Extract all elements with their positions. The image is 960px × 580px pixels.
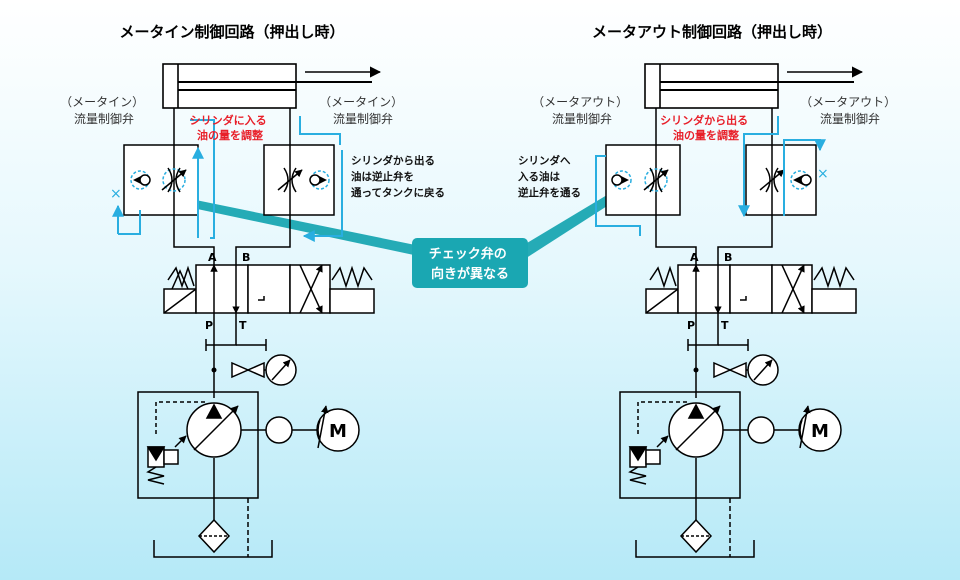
circuit-meter-out: メータアウト制御回路（押出し時）	[518, 23, 900, 558]
valve-label-left: （メータアウト） 流量制御弁	[532, 95, 632, 126]
hydraulic-cylinder	[644, 63, 854, 109]
motor-label: M	[811, 421, 829, 442]
pump-unit	[619, 391, 842, 557]
motor-label: M	[329, 421, 347, 442]
adjust-note: シリンダに入る 油の量を調整	[190, 113, 271, 142]
port-a-label: A	[690, 251, 699, 264]
port-b-label: B	[242, 251, 250, 264]
adjust-note: シリンダから出る 油の量を調整	[660, 113, 752, 142]
junction-dot	[693, 367, 699, 373]
inflow-note: シリンダへ 入る油は 逆止弁を通る	[518, 154, 581, 199]
port-t-label: T	[239, 319, 247, 332]
blocked-flow-mark: ×	[110, 186, 122, 202]
flow-control-valve-right	[745, 144, 817, 216]
callout-pointer	[136, 189, 618, 262]
flow-paths	[112, 116, 343, 242]
check-valve-callout: チェック弁の 向きが異なる	[412, 238, 528, 288]
stop-valve	[231, 361, 265, 379]
circuit-title: メータイン制御回路（押出し時）	[119, 23, 344, 41]
port-b-label: B	[724, 251, 732, 264]
blocked-flow-mark: ×	[817, 166, 829, 182]
valve-label-left: （メータイン） 流量制御弁	[60, 95, 148, 126]
port-p-label: P	[687, 319, 695, 332]
pipework	[153, 108, 318, 558]
valve-label-right: （メータアウト） 流量制御弁	[800, 95, 900, 126]
circuit-meter-in: メータイン制御回路（押出し時）	[60, 23, 445, 558]
pump-unit	[137, 391, 360, 557]
directional-control-valve	[645, 264, 857, 314]
flow-control-valve-right	[263, 144, 335, 216]
circuit-title: メータアウト制御回路（押出し時）	[592, 23, 832, 41]
junction-dot	[211, 367, 217, 373]
return-flow-note: シリンダから出る 油は逆止弁を 通ってタンクに戻る	[351, 154, 445, 199]
stop-valve	[713, 361, 747, 379]
flow-control-valve-left	[605, 144, 681, 216]
flow-paths	[595, 116, 826, 236]
hydraulic-cylinder	[162, 63, 372, 109]
svg-text:チェック弁の 向きが異なる: チェック弁の 向きが異なる	[429, 246, 512, 282]
pressure-gauge	[265, 354, 297, 386]
port-a-label: A	[208, 251, 217, 264]
port-t-label: T	[721, 319, 729, 332]
directional-control-valve	[163, 264, 375, 314]
pressure-gauge	[747, 354, 779, 386]
port-p-label: P	[205, 319, 213, 332]
valve-label-right: （メータイン） 流量制御弁	[319, 95, 407, 126]
flow-control-valve-left	[123, 144, 199, 216]
